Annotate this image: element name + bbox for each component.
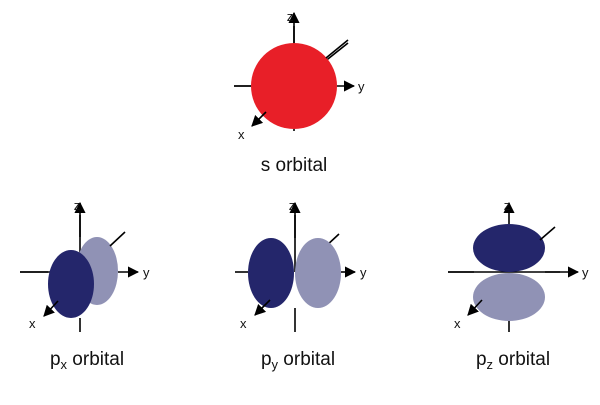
px-orbital-x-label: x (29, 316, 36, 331)
px-orbital-x-axis (43, 300, 59, 317)
pz-orbital-dark-lobe (473, 224, 545, 272)
py-orbital-dark-lobe (248, 238, 294, 308)
s-orbital-x-axis (251, 111, 267, 127)
py-orbital-x-label: x (240, 316, 247, 331)
pz-orbital-x-axis (467, 299, 483, 316)
pz-orbital-x-label: x (454, 316, 461, 331)
s-orbital-sphere (251, 43, 337, 129)
px-orbital-diag-stub (109, 231, 126, 247)
s-orbital-z-label: z (287, 9, 294, 24)
s-orbital-figure: z y x s orbital (234, 9, 365, 176)
pz-orbital-caption: pz orbital (476, 349, 550, 372)
px-orbital-z-label: z (74, 198, 81, 213)
py-orbital-y-label: y (360, 265, 367, 280)
py-orbital-figure: z y x py orbital (235, 198, 367, 372)
py-orbital-caption-rest: orbital (278, 349, 335, 370)
pz-orbital-caption-main: p (476, 349, 487, 370)
px-orbital-caption-main: p (50, 349, 61, 370)
s-orbital-x-label: x (238, 127, 245, 142)
pz-orbital-y-label: y (582, 265, 589, 280)
py-orbital-light-lobe (295, 238, 341, 308)
px-orbital-front-lobe (48, 250, 94, 318)
s-orbital-caption: s orbital (261, 155, 328, 176)
px-orbital-y-label: y (143, 265, 150, 280)
pz-orbital-diag-stub (539, 226, 556, 241)
px-orbital-caption-subscript: x (61, 357, 68, 372)
py-orbital-caption-subscript: y (272, 357, 279, 372)
px-orbital-caption: px orbital (50, 349, 124, 372)
py-orbital-caption: py orbital (261, 349, 335, 372)
s-orbital-diag-stub (325, 39, 349, 59)
px-orbital-figure: z y x px orbital (20, 198, 150, 372)
pz-orbital-caption-rest: orbital (493, 349, 550, 370)
py-orbital-caption-main: p (261, 349, 272, 370)
py-orbital-z-label: z (289, 198, 296, 213)
py-orbital-x-axis (254, 299, 271, 316)
pz-orbital-z-label: z (504, 198, 511, 213)
px-orbital-caption-rest: orbital (67, 349, 124, 370)
pz-orbital-caption-subscript: z (487, 357, 494, 372)
s-orbital-y-label: y (358, 79, 365, 94)
pz-orbital-light-lobe (473, 273, 545, 321)
pz-orbital-figure: z y x pz orbital (448, 198, 589, 372)
